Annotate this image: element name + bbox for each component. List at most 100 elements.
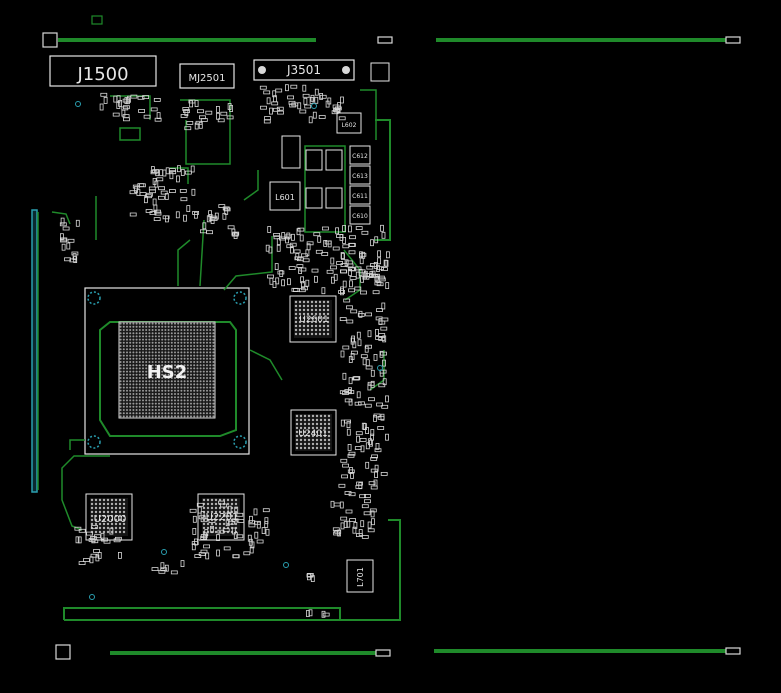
passive-pad [377,257,382,265]
passive-pad [352,376,360,381]
corner-component [370,62,390,82]
passive-pad [197,506,202,514]
passive-pad [264,521,269,528]
designator-u2601: U2601 [299,315,329,325]
passive-pad [284,84,289,92]
passive-pad [332,246,340,251]
passive-pad [103,97,108,104]
passive-pad [180,197,188,202]
passive-pad [313,232,321,237]
passive-pad [94,534,101,539]
passive-pad [115,536,122,541]
passive-pad [227,505,232,513]
passive-pad [348,451,356,456]
passive-pad [348,242,356,247]
passive-pad [361,535,369,539]
passive-pad [197,109,204,114]
passive-pad [160,190,168,195]
passive-pad [220,503,227,508]
passive-pad [243,551,251,556]
passive-pad [380,224,384,232]
passive-pad [303,97,308,105]
passive-pad [349,267,357,272]
passive-pad [349,518,357,522]
passive-pad [305,610,310,617]
passive-pad [304,104,312,109]
passive-pad [267,274,274,279]
passive-pad [377,415,385,420]
passive-pad [237,519,245,523]
passive-pad [365,359,370,367]
passive-pad [271,101,279,106]
passive-pad [116,102,121,109]
chip-u2401: U2401 [290,409,337,456]
passive-pad [333,502,341,507]
via-holes [75,101,383,600]
passive-pad [122,114,130,118]
passive-pad [380,267,388,272]
passive-pad [153,98,161,102]
passive-pad [154,211,162,216]
passive-pad [150,107,158,112]
passive-pad [354,401,362,406]
passive-pad [359,437,367,442]
passive-pad [118,552,122,559]
power-section [269,112,391,241]
passive-pad [353,522,358,529]
passive-pad [222,528,230,533]
passive-pad [203,544,211,549]
passive-pad [88,538,96,542]
passive-pad [126,97,130,105]
passive-pad [302,258,310,263]
passive-pad [374,464,379,472]
passive-pad [231,527,236,535]
passive-pad [273,232,281,237]
passive-pad [381,231,386,239]
passive-pad [216,549,221,557]
passive-pad [60,233,64,241]
bga-u2000-balls [90,498,126,534]
passive-pad [95,554,100,562]
passive-pad [93,549,100,553]
passive-pad [365,427,370,435]
passive-pad [293,249,301,254]
passive-pad [184,109,189,117]
passive-pad [69,258,77,263]
passive-pad [374,274,379,282]
passive-pad [137,95,145,100]
passive-pad [382,359,386,367]
passive-pad [168,168,176,173]
passive-pad [175,175,180,183]
passive-pad [203,532,208,540]
passive-pad [370,369,375,377]
passive-pad [356,435,361,443]
passive-pad [381,302,386,310]
passive-pad [208,519,216,523]
passive-pad [374,236,379,244]
passive-pad [348,280,353,288]
passive-pad [318,115,326,119]
passive-pad [183,214,187,222]
passive-pad [377,266,384,271]
passive-pad [148,186,156,191]
passive-pad [360,445,365,453]
passive-pad [279,270,284,277]
passive-pad [198,552,206,556]
passive-pad [67,238,75,243]
bga-u2401-balls [295,414,331,450]
passive-pad [91,525,98,529]
passive-pad [385,395,389,403]
passive-pad [192,515,197,523]
passive-pad [346,421,351,429]
passive-pad [357,339,362,347]
passive-pad [326,269,334,274]
passive-pad [269,107,273,115]
passive-pad [113,95,118,103]
passive-pad [220,111,228,116]
passive-pad [192,210,200,215]
passive-pad [342,225,347,232]
passive-pad [376,308,383,313]
passive-pad [101,537,108,542]
designator-c613: C613 [352,173,368,180]
